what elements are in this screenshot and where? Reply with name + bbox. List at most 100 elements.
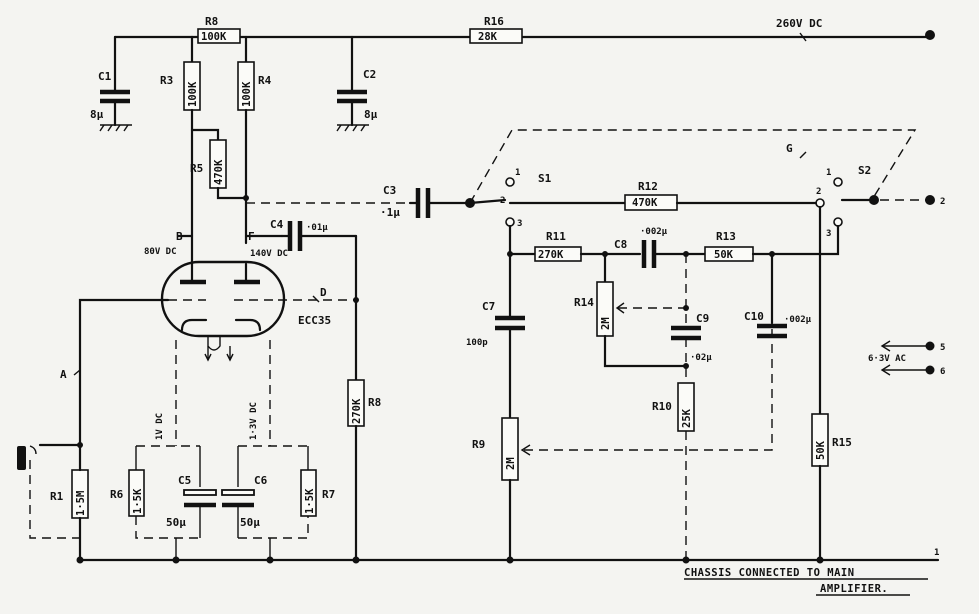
r16-value: 28K — [478, 31, 498, 43]
node-d-tick — [312, 295, 320, 303]
s1-label: S1 — [538, 172, 552, 185]
cathode-a-bottom — [135, 516, 200, 539]
r6-value: 1·5K — [132, 488, 144, 514]
r13-wire-right — [751, 224, 840, 256]
ground-junction-2 — [172, 556, 180, 564]
s2-contact-2 — [815, 198, 825, 208]
c9-label: C9 — [696, 312, 709, 325]
input-screen — [29, 460, 80, 539]
r14-value: 2M — [600, 317, 612, 330]
r12-label: R12 — [638, 180, 658, 193]
ground-junction-4 — [352, 556, 360, 564]
r9-value: 2M — [505, 457, 517, 470]
r8-label: R8 — [205, 15, 218, 28]
c2-value: 8µ — [364, 108, 378, 121]
r13-value: 50K — [714, 249, 734, 261]
output-terminal-2 — [925, 195, 935, 205]
s1-contact-3 — [505, 217, 515, 227]
junction-c9-bottom — [683, 363, 689, 369]
cathode-a-voltage: 1V DC — [155, 413, 165, 440]
terminal-5 — [925, 341, 935, 351]
supply-voltage-label: 260V DC — [776, 17, 822, 30]
c3-value: ·1µ — [380, 206, 400, 219]
r16-label: R16 — [484, 15, 504, 28]
s2-pos-3: 3 — [826, 229, 831, 239]
r5-wire-bottom — [216, 186, 248, 200]
s1-contact-1 — [505, 177, 515, 187]
grid-a-lead — [78, 298, 170, 447]
valve-type-label: ECC35 — [298, 314, 331, 327]
r8-decoupling-resistor — [197, 28, 241, 44]
r11-value: 270K — [538, 249, 564, 261]
c5-plate-top-rect — [183, 489, 217, 496]
s1-wiper — [468, 198, 507, 205]
r5-label: R5 — [190, 162, 203, 175]
r15-value: 50K — [815, 440, 827, 460]
c1-label: C1 — [98, 70, 112, 83]
r10-value: 25K — [681, 408, 693, 428]
c5-value: 50µ — [166, 516, 186, 529]
r9-label: R9 — [472, 438, 485, 451]
chassis-note-line-2: AMPLIFIER. — [820, 583, 888, 595]
s2-pos-1: 1 — [826, 168, 831, 178]
valve-cathode-b — [234, 318, 262, 332]
heater-arrow-6 — [880, 364, 891, 376]
r14-wiper-arrow — [615, 302, 625, 314]
c7-value: 100p — [466, 338, 488, 348]
c8-value: ·002µ — [640, 227, 668, 237]
r15-label: R15 — [832, 436, 852, 449]
cathode-b-voltage: 1·3V DC — [249, 402, 259, 440]
terminal-5-label: 5 — [940, 343, 945, 353]
c6-label: C6 — [254, 474, 268, 487]
supply-terminal — [925, 30, 935, 40]
r6-label: R6 — [110, 488, 124, 501]
node-a-tick — [73, 369, 81, 376]
c6-value: 50µ — [240, 516, 260, 529]
r4-value: 100K — [241, 81, 253, 107]
c1-ground-hatch — [99, 124, 129, 132]
valve-cathode-a — [180, 318, 208, 332]
s2-contact-1 — [833, 177, 843, 187]
supply-tick — [799, 32, 807, 42]
r5-value: 470K — [213, 159, 225, 185]
cathode-b-bottom — [238, 516, 309, 539]
r12-value: 470K — [632, 197, 658, 209]
c1-value: 8µ — [90, 108, 104, 121]
r16-resistor — [469, 28, 523, 44]
c7-label: C7 — [482, 300, 495, 313]
ground-junction-1 — [76, 556, 84, 564]
input-jack-tip — [29, 445, 37, 455]
r14-bottom — [603, 334, 688, 368]
r4-label: R4 — [258, 74, 272, 87]
r11-label: R11 — [546, 230, 566, 243]
c3-label: C3 — [383, 184, 396, 197]
s2-contact-3 — [833, 217, 843, 227]
c6-plate-top-rect — [221, 489, 255, 496]
input-jack — [17, 446, 26, 470]
s1-pos-1: 1 — [515, 168, 520, 178]
heater-arrow-5 — [880, 340, 891, 352]
c10-label: C10 — [744, 310, 764, 323]
junction-r14-wiper — [683, 305, 689, 311]
ecc35-valve-envelope — [160, 260, 286, 338]
chassis-note-line-1: CHASSIS CONNECTED TO MAIN — [684, 567, 855, 579]
s2-label: S2 — [858, 164, 871, 177]
r13-label: R13 — [716, 230, 736, 243]
node-a-label: A — [60, 368, 67, 381]
gang-tick — [799, 151, 807, 159]
node-b-voltage: 80V DC — [144, 247, 177, 257]
r7-label: R7 — [322, 488, 335, 501]
c5-label: C5 — [178, 474, 191, 487]
junction-r5 — [243, 195, 249, 201]
s2-pos-2: 2 — [816, 187, 821, 197]
switch-gang-link — [469, 129, 917, 204]
r1-value: 1·5M — [75, 491, 87, 516]
c4-value: ·01µ — [306, 223, 328, 233]
c4-label: C4 — [270, 218, 284, 231]
r3-label: R3 — [160, 74, 173, 87]
r14-label: R14 — [574, 296, 594, 309]
c8-label: C8 — [614, 238, 627, 251]
s2-pole — [869, 195, 879, 205]
